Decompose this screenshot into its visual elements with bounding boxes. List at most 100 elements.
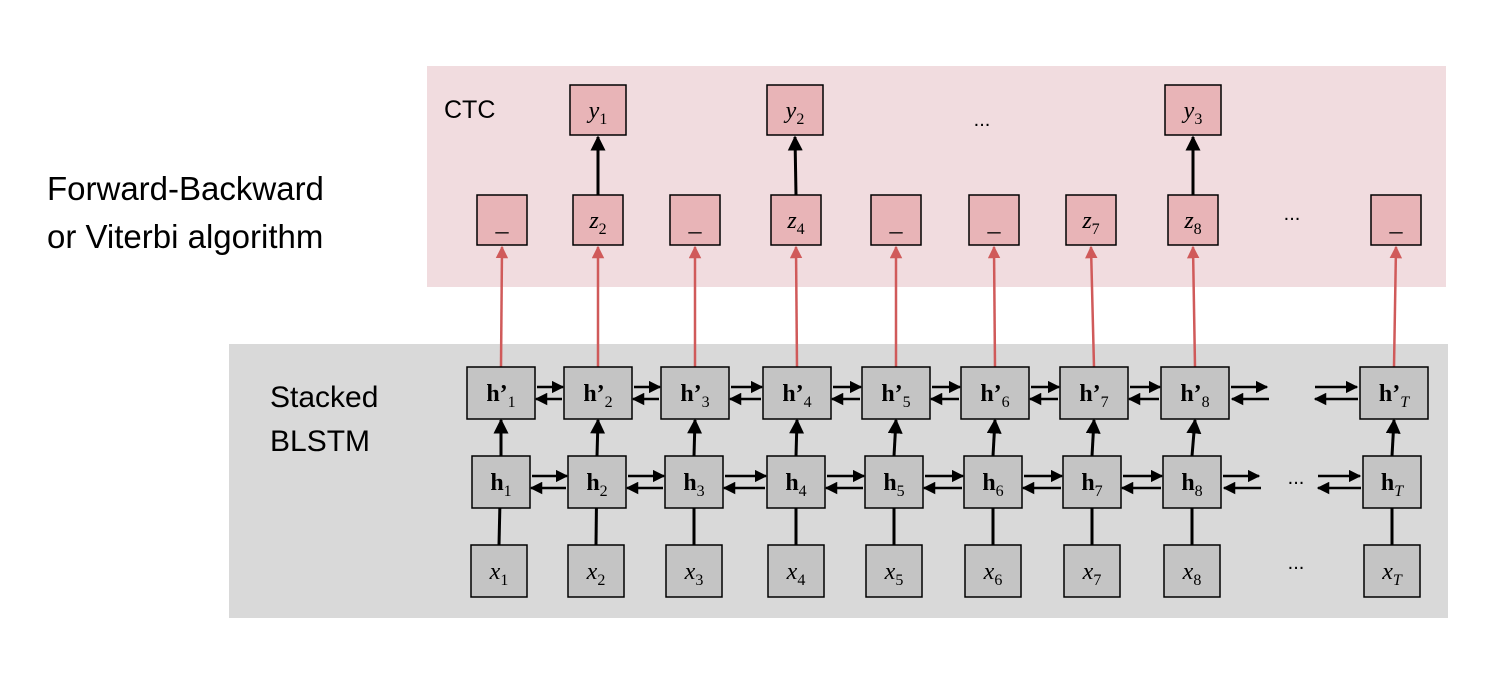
lower-blstm-node: h3 [664,455,724,509]
input-node-box [964,544,1022,598]
ctc-alignment-node: _ [476,194,528,246]
upper-blstm-node-box [1359,366,1429,420]
input-node-box [767,544,825,598]
upper-blstm-node-label: h’2 [583,381,612,411]
lower-blstm-node-label: h5 [883,470,904,500]
lower-blstm-node-box [766,455,826,509]
lower-blstm-node-base: h [785,470,798,496]
ctc-alignment-node: z7 [1065,194,1117,246]
input-node-box [470,544,528,598]
ctc-alignment-node-label: _ [1389,207,1404,236]
upper-blstm-node-base: h’ [486,381,507,407]
input-node-label: x1 [489,559,509,589]
ctc-alignment-node-subscript: 8 [1194,221,1202,238]
blstm-label-line1: Stacked [270,381,378,414]
ctc-alignment-node: z8 [1167,194,1219,246]
input-node-label: x6 [983,559,1003,589]
lower-blstm-node-subscript: 1 [504,483,512,500]
upper-blstm-node-subscript: 5 [903,394,911,411]
ctc-output-node-base: y [1182,98,1195,124]
hidden-layer-ellipsis: ... [1288,467,1305,489]
upper-blstm-node-box [1059,366,1129,420]
upper-blstm-node-box [466,366,536,420]
lower-blstm-node-base: h [490,470,503,496]
upper-blstm-node-label: h’8 [1180,381,1209,411]
lower-blstm-node-box [1062,455,1122,509]
hidden-to-upper-arrow [986,418,1002,457]
ctc-alignment-node-label: z4 [786,208,804,238]
upper-blstm-node-base: h’ [1079,381,1100,407]
blstm-to-ctc-arrow [987,245,1001,368]
ctc-alignment-node-label: _ [987,207,1002,236]
lower-blstm-node-base: h [586,470,599,496]
upper-blstm-node-label: h’1 [486,381,515,411]
ctc-alignment-node-label: _ [889,207,904,236]
input-node: x8 [1163,544,1221,598]
side-label-line2: or Viterbi algorithm [47,218,323,255]
lower-blstm-node-label: h8 [1181,470,1202,500]
upper-blstm-node-subscript: 7 [1101,394,1109,411]
ctc-output-node-subscript: 3 [1194,111,1202,128]
input-node-base: x [786,559,798,585]
upper-blstm-node: h’6 [960,366,1030,420]
ctc-output-node-box [766,84,824,136]
input-node-box [567,544,625,598]
input-node-base: x [1082,559,1094,585]
upper-blstm-node-subscript: 6 [1002,394,1010,411]
ctc-alignment-node-label: _ [688,207,703,236]
blstm-region [229,344,1448,618]
ctc-output-node: y3 [1164,84,1222,136]
input-node: xT [1363,544,1421,598]
upper-blstm-node-label: h’4 [782,381,811,411]
ctc-alignment-node-box [1370,194,1422,246]
upper-blstm-node: h’T [1359,366,1429,420]
upper-blstm-node-base: h’ [980,381,1001,407]
input-node-box [1163,544,1221,598]
upper-blstm-node-subscript: T [1400,394,1410,411]
upper-blstm-node-base: h’ [782,381,803,407]
lower-blstm-node-label: h6 [982,470,1003,500]
input-node-subscript: 8 [1193,572,1201,589]
ctc-alignment-node: _ [870,194,922,246]
lower-blstm-node: h7 [1062,455,1122,509]
input-node-label: x4 [786,559,806,589]
lower-blstm-node-base: h [683,470,696,496]
hidden-to-upper-arrow [1385,418,1401,457]
input-node-subscript: 2 [597,572,605,589]
input-node: x5 [865,544,923,598]
ctc-alignment-node: _ [669,194,721,246]
ctc-alignment-node: z4 [770,194,822,246]
ctc-alignment-node-base: z [1183,208,1194,234]
lower-blstm-node-subscript: 8 [1195,483,1203,500]
ctc-alignment-node-base: z [786,208,797,234]
alignment-to-output-arrow [787,135,803,196]
upper-blstm-node-subscript: 2 [605,394,613,411]
upper-blstm-node-base: h’ [1180,381,1201,407]
upper-blstm-node-box [1160,366,1230,420]
ctc-label: CTC [444,96,495,124]
hidden-to-upper-arrow [1085,418,1101,457]
blstm-label-line2: BLSTM [270,425,370,458]
ctc-output-node-base: y [587,98,600,124]
input-node: x7 [1063,544,1121,598]
upper-blstm-node: h’5 [861,366,931,420]
ctc-output-node: y2 [766,84,824,136]
ctc-alignment-node-subscript: 7 [1092,221,1100,238]
ctc-output-node-label: y3 [1182,98,1203,128]
blstm-to-ctc-arrow [1085,245,1098,368]
hidden-to-upper-arrow [590,418,606,457]
input-node-box [1063,544,1121,598]
lower-blstm-node-subscript: 7 [1095,483,1103,500]
ctc-alignment-node-subscript: 2 [599,221,607,238]
upper-blstm-node: h’2 [563,366,633,420]
input-node-subscript: 1 [500,572,508,589]
upper-blstm-node-box [563,366,633,420]
lower-blstm-node-subscript: 4 [799,483,807,500]
input-node-subscript: 3 [695,572,703,589]
upper-blstm-node-box [762,366,832,420]
ctc-alignment-node-box [572,194,624,246]
lower-blstm-node-subscript: 5 [897,483,905,500]
ctc-alignment-node-box [968,194,1020,246]
ctc-alignment-node: z2 [572,194,624,246]
